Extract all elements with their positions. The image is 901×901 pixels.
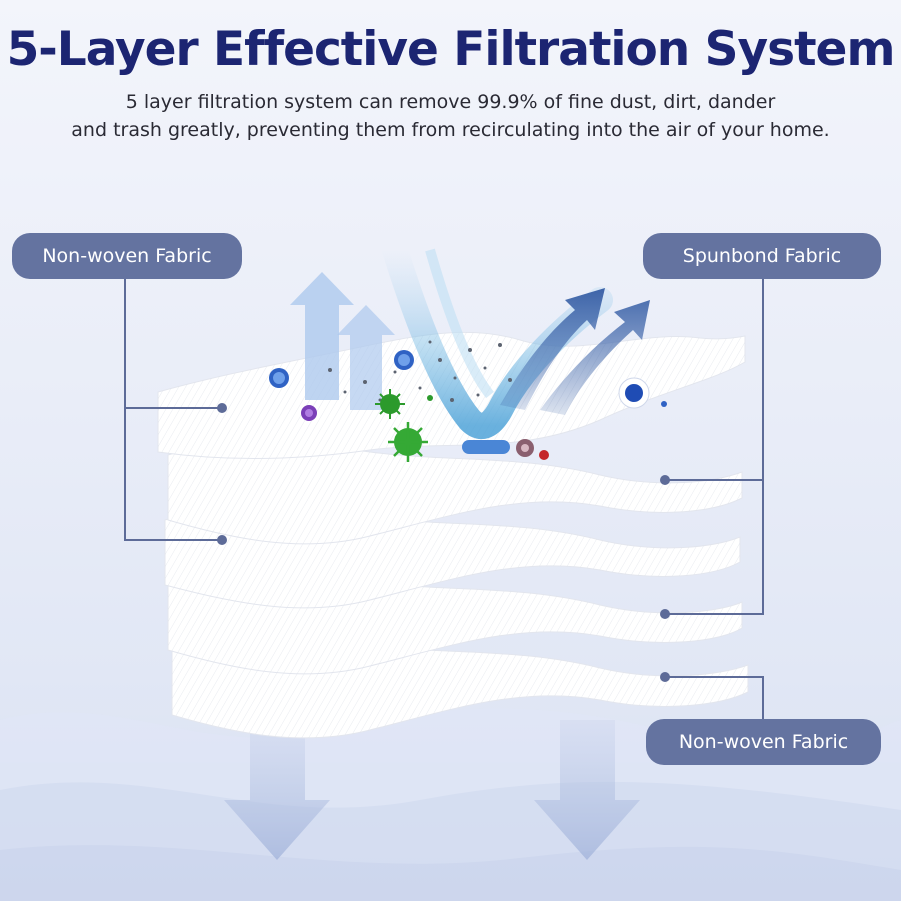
connector-dots <box>217 403 670 682</box>
label-non-woven-fabric-bottom: Non-woven Fabric <box>646 719 881 765</box>
germ-icon <box>269 350 667 462</box>
down-arrow-icon <box>224 720 640 860</box>
exit-arrow-icon <box>500 288 650 415</box>
subtitle-line-2: and trash greatly, preventing them from … <box>71 119 830 141</box>
label-spunbond-fabric: Spunbond Fabric <box>643 233 881 279</box>
subtitle-line-1: 5 layer filtration system can remove 99.… <box>125 91 776 113</box>
connector-lines <box>124 278 764 720</box>
page-title: 5-Layer Effective Filtration System <box>6 22 896 77</box>
label-non-woven-fabric-top: Non-woven Fabric <box>12 233 242 279</box>
up-arrow-icon <box>290 272 395 410</box>
